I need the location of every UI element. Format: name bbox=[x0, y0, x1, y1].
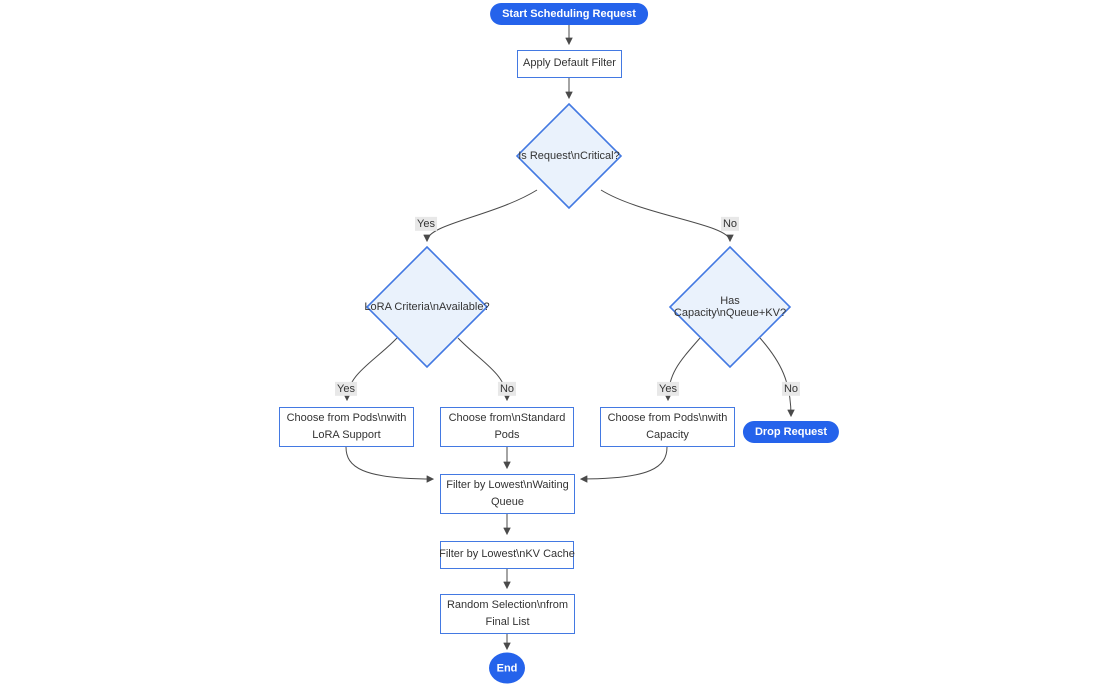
node-filter-waiting-queue-line2: Queue bbox=[490, 496, 525, 508]
node-choose-pods-lora: Choose from Pods\nwith LoRA Support bbox=[279, 407, 414, 447]
node-filter-kv-cache-label: Filter by Lowest\nKV Cache bbox=[439, 548, 575, 561]
node-choose-pods-lora-line2: LoRA Support bbox=[312, 429, 381, 441]
decision-lora-criteria-shape bbox=[365, 245, 489, 369]
node-choose-standard-pods-line2: Pods bbox=[494, 429, 520, 441]
node-drop-request: Drop Request bbox=[742, 421, 840, 443]
edge-label-capacity-no: No bbox=[781, 381, 801, 397]
node-choose-pods-capacity-line2: Capacity bbox=[646, 429, 689, 441]
decision-is-request-critical-shape bbox=[515, 102, 623, 210]
node-random-selection-line2: Final List bbox=[485, 616, 530, 628]
edge-label-critical-no: No bbox=[720, 216, 740, 232]
edge-label-lora-yes: Yes bbox=[335, 381, 357, 397]
edge-critical-yes-to-lora bbox=[423, 189, 538, 243]
node-drop-request-label: Drop Request bbox=[754, 426, 828, 438]
edge-label-critical-yes: Yes bbox=[415, 216, 437, 232]
edge-label-capacity-yes: Yes bbox=[657, 381, 679, 397]
edge-choose-capacity-to-filter-queue bbox=[579, 446, 668, 483]
node-choose-pods-lora-line1: Choose from Pods\nwith bbox=[286, 411, 407, 424]
edge-label-lora-no: No bbox=[497, 381, 517, 397]
node-choose-pods-capacity-line1: Choose from Pods\nwith bbox=[607, 411, 728, 424]
node-filter-waiting-queue-line1: Filter by Lowest\nWaiting bbox=[446, 478, 569, 491]
decision-has-capacity-shape bbox=[668, 245, 792, 369]
node-filter-kv-cache: Filter by Lowest\nKV Cache bbox=[439, 541, 575, 569]
node-start-label: Start Scheduling Request bbox=[502, 8, 636, 20]
node-choose-standard-pods-line1: Choose from\nStandard bbox=[448, 411, 566, 424]
node-apply-default-filter: Apply Default Filter bbox=[517, 50, 622, 78]
edge-choose-lora-to-filter-queue bbox=[345, 446, 435, 483]
node-random-selection-line1: Random Selection\nfrom bbox=[446, 598, 569, 611]
edge-critical-no-to-capacity bbox=[600, 189, 734, 243]
node-filter-waiting-queue: Filter by Lowest\nWaiting Queue bbox=[440, 474, 575, 514]
node-choose-standard-pods: Choose from\nStandard Pods bbox=[440, 407, 574, 447]
edge-capacity-no-to-drop bbox=[759, 337, 795, 418]
node-random-selection: Random Selection\nfrom Final List bbox=[440, 594, 575, 634]
node-apply-default-filter-label: Apply Default Filter bbox=[523, 57, 616, 70]
node-start: Start Scheduling Request bbox=[490, 3, 648, 25]
node-end-label: End bbox=[496, 662, 518, 674]
node-choose-pods-capacity: Choose from Pods\nwith Capacity bbox=[600, 407, 735, 447]
node-end: End bbox=[489, 652, 525, 684]
